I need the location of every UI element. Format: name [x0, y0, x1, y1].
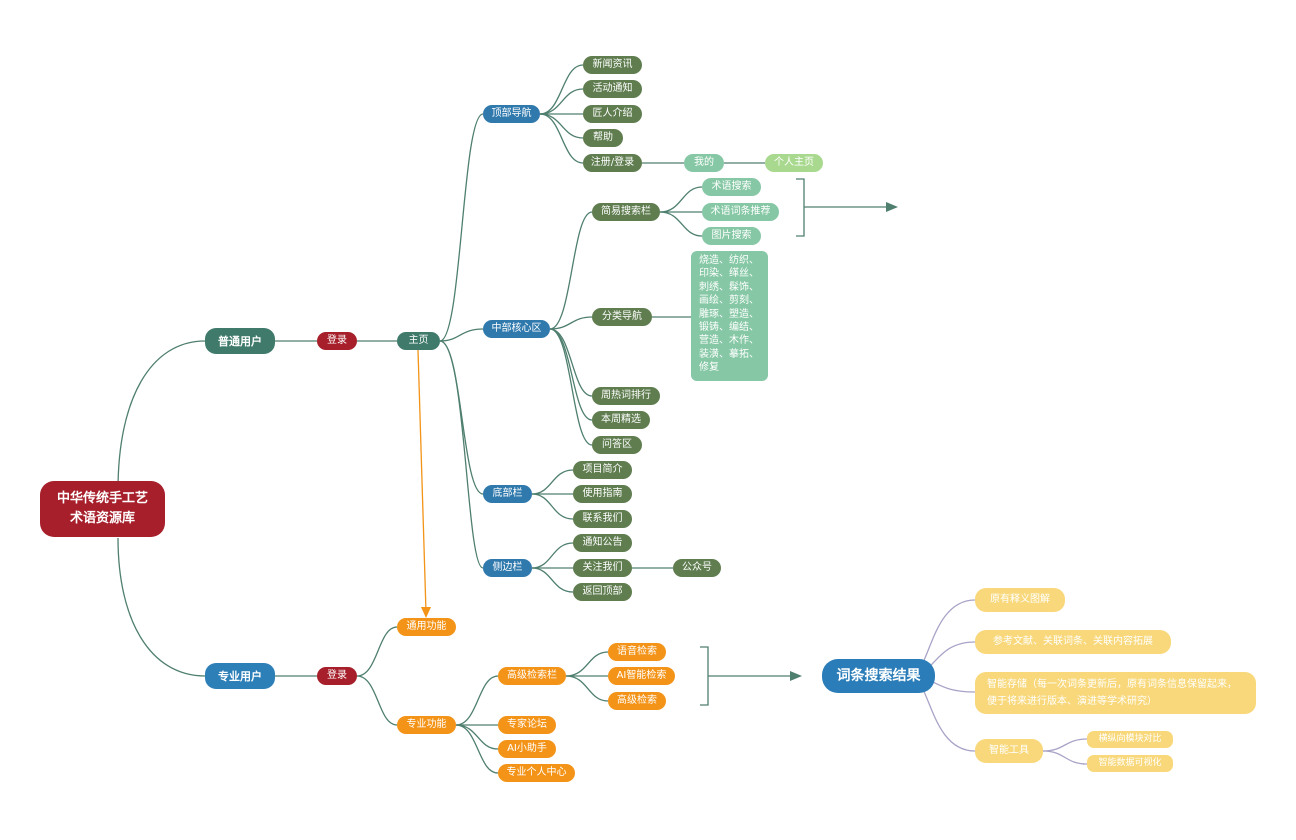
category-nav-node: 分类导航: [592, 308, 652, 326]
qa-node: 问答区: [592, 436, 642, 454]
home-node: 主页: [397, 332, 440, 350]
profile-node: 个人主页: [765, 154, 823, 172]
top-nav-item-news: 新闻资讯: [583, 56, 642, 74]
ai-assistant-node: AI小助手: [498, 740, 556, 758]
top-nav-item-events: 活动通知: [583, 80, 642, 98]
footer-item-contact: 联系我们: [573, 510, 632, 528]
tool-compare-node: 横纵向模块对比: [1087, 731, 1173, 748]
result-item-references: 参考文献、关联词条、关联内容拓展: [975, 630, 1171, 654]
special-function-node: 专业功能: [397, 716, 456, 734]
footer-item-guide: 使用指南: [573, 485, 632, 503]
top-nav-item-help: 帮助: [583, 129, 623, 147]
ai-search-node: AI智能检索: [608, 667, 675, 685]
top-nav-item-register: 注册/登录: [583, 154, 642, 172]
term-recommend-node: 术语词条推荐: [702, 203, 779, 221]
footer-node: 底部栏: [483, 485, 532, 503]
sidebar-item-notice: 通知公告: [573, 534, 632, 552]
mine-node: 我的: [684, 154, 724, 172]
image-search-node: 图片搜索: [702, 227, 761, 245]
simple-search-node: 简易搜索栏: [592, 203, 660, 221]
top-nav-item-artisans: 匠人介绍: [583, 105, 642, 123]
sidebar-item-back-top: 返回顶部: [573, 583, 632, 601]
general-login-node: 登录: [317, 332, 357, 350]
root-node: 中华传统手工艺术语资源库: [40, 481, 165, 537]
common-function-node: 通用功能: [397, 618, 456, 636]
professional-user-node: 专业用户: [205, 663, 275, 689]
tool-visualization-node: 智能数据可视化: [1087, 755, 1173, 772]
professional-login-node: 登录: [317, 667, 357, 685]
advanced-search-node: 高级检索: [608, 692, 666, 710]
term-search-node: 术语搜索: [702, 178, 761, 196]
sidebar-item-follow: 关注我们: [573, 559, 632, 577]
weekly-pick-node: 本周精选: [592, 411, 650, 429]
category-list-node: 烧造、纺织、印染、缂丝、刺绣、髹饰、画绘、剪刻、雕琢、塑造、锻铸、编结、营造、木…: [691, 251, 768, 381]
pro-center-node: 专业个人中心: [498, 764, 575, 782]
expert-forum-node: 专家论坛: [498, 716, 556, 734]
search-result-node: 词条搜索结果: [822, 659, 935, 693]
hot-words-node: 周热词排行: [592, 387, 660, 405]
sidebar-node: 侧边栏: [483, 559, 532, 577]
result-item-illustration: 原有释义图解: [975, 588, 1065, 612]
general-user-node: 普通用户: [205, 328, 275, 354]
result-item-smart-storage: 智能存储（每一次词条更新后，原有词条信息保留起来，便于将来进行版本、演进等学术研…: [975, 672, 1256, 714]
result-item-smart-tools: 智能工具: [975, 739, 1043, 763]
footer-item-intro: 项目简介: [573, 461, 632, 479]
wechat-node: 公众号: [673, 559, 721, 577]
top-nav-node: 顶部导航: [483, 105, 540, 123]
advanced-search-bar-node: 高级检索栏: [498, 667, 566, 685]
voice-search-node: 语音检索: [608, 643, 666, 661]
core-area-node: 中部核心区: [483, 320, 550, 338]
